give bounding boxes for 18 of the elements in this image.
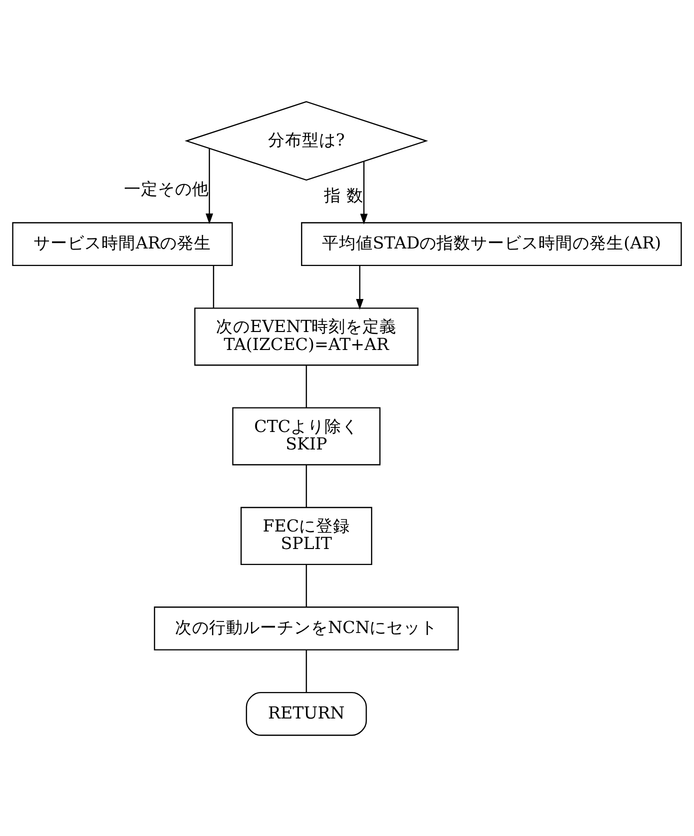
connector [306, 650, 307, 692]
edge-label: 一定その他 [124, 179, 210, 198]
connector [306, 464, 307, 507]
node-box: CTCより除く SKIP [232, 406, 381, 465]
node-box: FECに登録 SPLIT [240, 506, 372, 565]
node-box: 平均値STADの指数サービス時間の発生(AR) [301, 222, 682, 266]
connector [306, 564, 307, 606]
node-diamond: 分布型は? [184, 100, 428, 180]
connector [306, 364, 307, 408]
node-box: サービス時間ARの発生 [12, 222, 233, 266]
node-box: 次のEVENT時刻を定義 TA(IZCEC)=AT+AR [194, 307, 418, 366]
arrow [360, 160, 368, 224]
edge-label: 指 数 [324, 186, 364, 205]
arrow [206, 148, 214, 224]
node-box: 次の行動ルーチンをNCNにセット [154, 606, 459, 650]
connector [212, 265, 214, 308]
node-box: RETURN [246, 691, 367, 736]
arrow [356, 265, 364, 310]
